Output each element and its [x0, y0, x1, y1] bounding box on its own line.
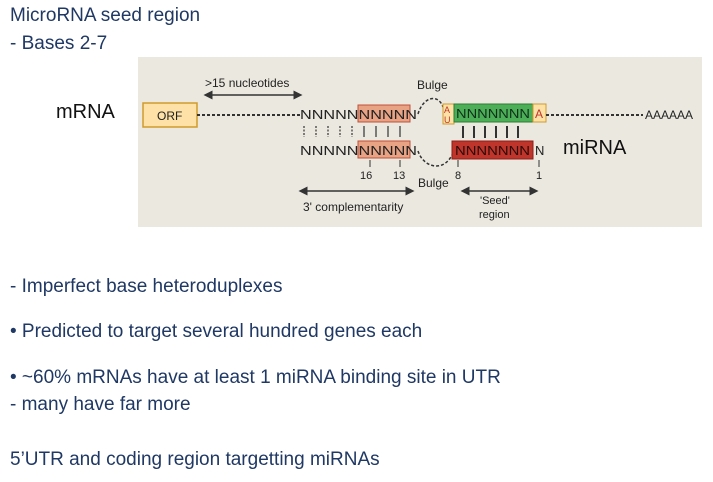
- slide-title: MicroRNA seed region: [10, 5, 201, 26]
- seed-label-line1: 'Seed': [480, 195, 510, 207]
- mrna-seq-left: NNNNNNNNNN: [300, 107, 417, 122]
- mirna-seq-right: NNNNNNN: [455, 143, 530, 158]
- au-top: A: [444, 105, 450, 115]
- position-13: 13: [393, 170, 405, 182]
- mirna-end: N: [535, 143, 544, 158]
- mirna-binding-diagram: >15 nucleotides ORF NNNNNNNNNN Bulge A U…: [138, 57, 702, 227]
- position-1: 1: [536, 170, 542, 182]
- bullet-many-more: - many have far more: [10, 394, 191, 415]
- bullet-predicted-targets: • Predicted to target several hundred ge…: [10, 321, 423, 342]
- seed-label-line2: region: [479, 209, 510, 221]
- pairing-ticks-left: [303, 126, 401, 137]
- diagram-canvas: >15 nucleotides ORF NNNNNNNNNN Bulge A U…: [142, 76, 693, 221]
- orf-label: ORF: [157, 109, 182, 123]
- mrna-seq-right: NNNNNNN: [456, 106, 530, 121]
- a-end-label: A: [535, 107, 543, 121]
- bulge-top-label: Bulge: [417, 78, 448, 92]
- orf-box: [142, 102, 198, 128]
- pairing-ticks-seed: [462, 126, 519, 138]
- slide-subtitle: - Bases 2-7: [10, 33, 108, 54]
- position-8: 8: [455, 170, 461, 182]
- bulge-bottom-label: Bulge: [418, 176, 449, 190]
- position-16: 16: [360, 170, 372, 182]
- bulge-top-loop: [417, 97, 444, 115]
- mirna-seq-left: NNNNNNNNNN: [300, 143, 417, 158]
- au-bottom: U: [444, 115, 451, 125]
- mirna-label: miRNA: [563, 137, 627, 159]
- bullet-heteroduplexes: - Imperfect base heteroduplexes: [10, 276, 283, 297]
- poly-a-tail: AAAAAA: [645, 108, 693, 122]
- mrna-label: mRNA: [56, 101, 115, 123]
- mirna-seed-box: [451, 140, 534, 160]
- nucleotides-label: >15 nucleotides: [205, 76, 289, 90]
- bullet-binding-site: • ~60% mRNAs have at least 1 miRNA bindi…: [10, 367, 501, 388]
- complementarity-label: 3' complementarity: [303, 200, 403, 214]
- position-ticks: [369, 160, 540, 167]
- bulge-bottom-loop: [417, 150, 453, 167]
- utr-coding-note: 5’UTR and coding region targetting miRNA…: [10, 449, 380, 470]
- mrna-pairing-box: [357, 104, 411, 123]
- mirna-pairing-box: [357, 140, 411, 159]
- a-end-box: [532, 103, 547, 123]
